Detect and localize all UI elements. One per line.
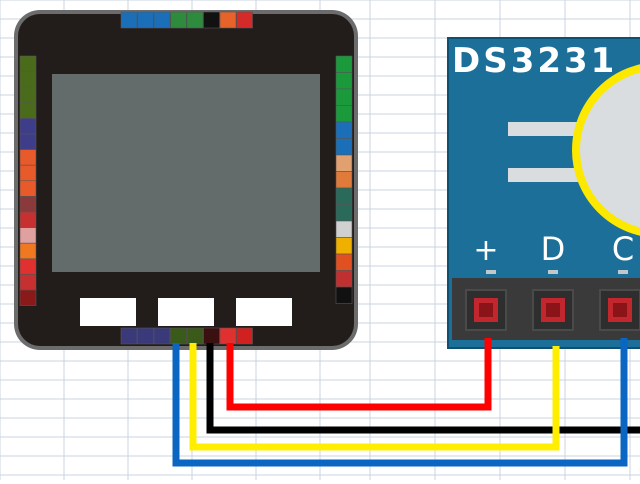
device-pin: [19, 164, 37, 182]
device-pin: [19, 102, 37, 119]
device-pin: [170, 11, 187, 29]
device-button-right[interactable]: [236, 298, 292, 326]
device-top-pin-row: [120, 11, 253, 29]
wire-ground[interactable]: [206, 343, 640, 434]
device-pin: [335, 270, 353, 288]
device-pin: [219, 327, 237, 345]
device-pin: [137, 327, 154, 345]
device-pin: [19, 242, 37, 260]
device-right-pin-column: [335, 55, 353, 304]
pin-tick-d: [548, 270, 558, 274]
wires: [172, 338, 640, 467]
module-pin-d[interactable]: [532, 289, 574, 331]
pin-label-plus: +: [473, 233, 498, 268]
wire-data[interactable]: [189, 343, 560, 451]
device-pin: [335, 88, 353, 106]
wire-power[interactable]: [226, 338, 492, 411]
pin-tick-plus: [486, 270, 496, 274]
device-pin: [19, 55, 37, 72]
device-pin: [19, 196, 37, 213]
device-pin: [203, 327, 220, 345]
pin-tick-c: [618, 270, 628, 274]
device-button-middle[interactable]: [158, 298, 214, 326]
device-pin: [153, 327, 171, 345]
device-screen: [52, 74, 320, 272]
device-pin: [335, 138, 353, 156]
device-pin: [153, 11, 171, 29]
device-pin: [186, 327, 204, 345]
device-pin: [120, 11, 138, 29]
pin-label-c: C: [612, 230, 634, 268]
device-button-left[interactable]: [80, 298, 136, 326]
device-pin: [19, 133, 37, 150]
device-pin: [335, 237, 353, 255]
device-pin: [203, 11, 220, 29]
device-pin: [19, 149, 37, 166]
module-pin-c[interactable]: [599, 289, 640, 331]
module-title: DS3231: [452, 41, 617, 81]
device-pin: [170, 327, 187, 345]
device-pin: [236, 327, 253, 345]
device-pin: [335, 121, 353, 139]
wire-clock[interactable]: [172, 338, 628, 467]
device-pin: [236, 11, 253, 29]
device-bottom-pin-row: [120, 327, 253, 345]
device-pin: [19, 180, 37, 197]
device-pin: [219, 11, 237, 29]
device-pin: [19, 289, 37, 306]
module-pin-plus[interactable]: [465, 289, 507, 331]
device-pin: [335, 220, 353, 238]
ds3231-module: DS3231 + D C: [447, 37, 640, 349]
device-pin: [19, 71, 37, 88]
battery-holder: [572, 64, 640, 236]
device-pin: [335, 204, 353, 222]
device-pin: [335, 253, 353, 271]
device-pin: [335, 105, 353, 123]
device-pin: [335, 286, 353, 304]
device-pin: [137, 11, 154, 29]
device-left-pin-column: [19, 55, 37, 306]
device-pin: [19, 86, 37, 104]
device-pin: [19, 118, 37, 135]
device-pin: [335, 154, 353, 172]
device-pin: [335, 55, 353, 73]
device-pin: [19, 258, 37, 275]
device-pin: [19, 227, 37, 244]
device-pin: [335, 72, 353, 90]
handheld-device: [14, 10, 358, 350]
device-pin: [120, 327, 138, 345]
device-pin: [19, 211, 37, 228]
device-pin: [186, 11, 204, 29]
device-pin: [335, 187, 353, 205]
device-pin: [19, 274, 37, 291]
device-pin: [335, 171, 353, 189]
pin-label-d: D: [541, 230, 566, 268]
